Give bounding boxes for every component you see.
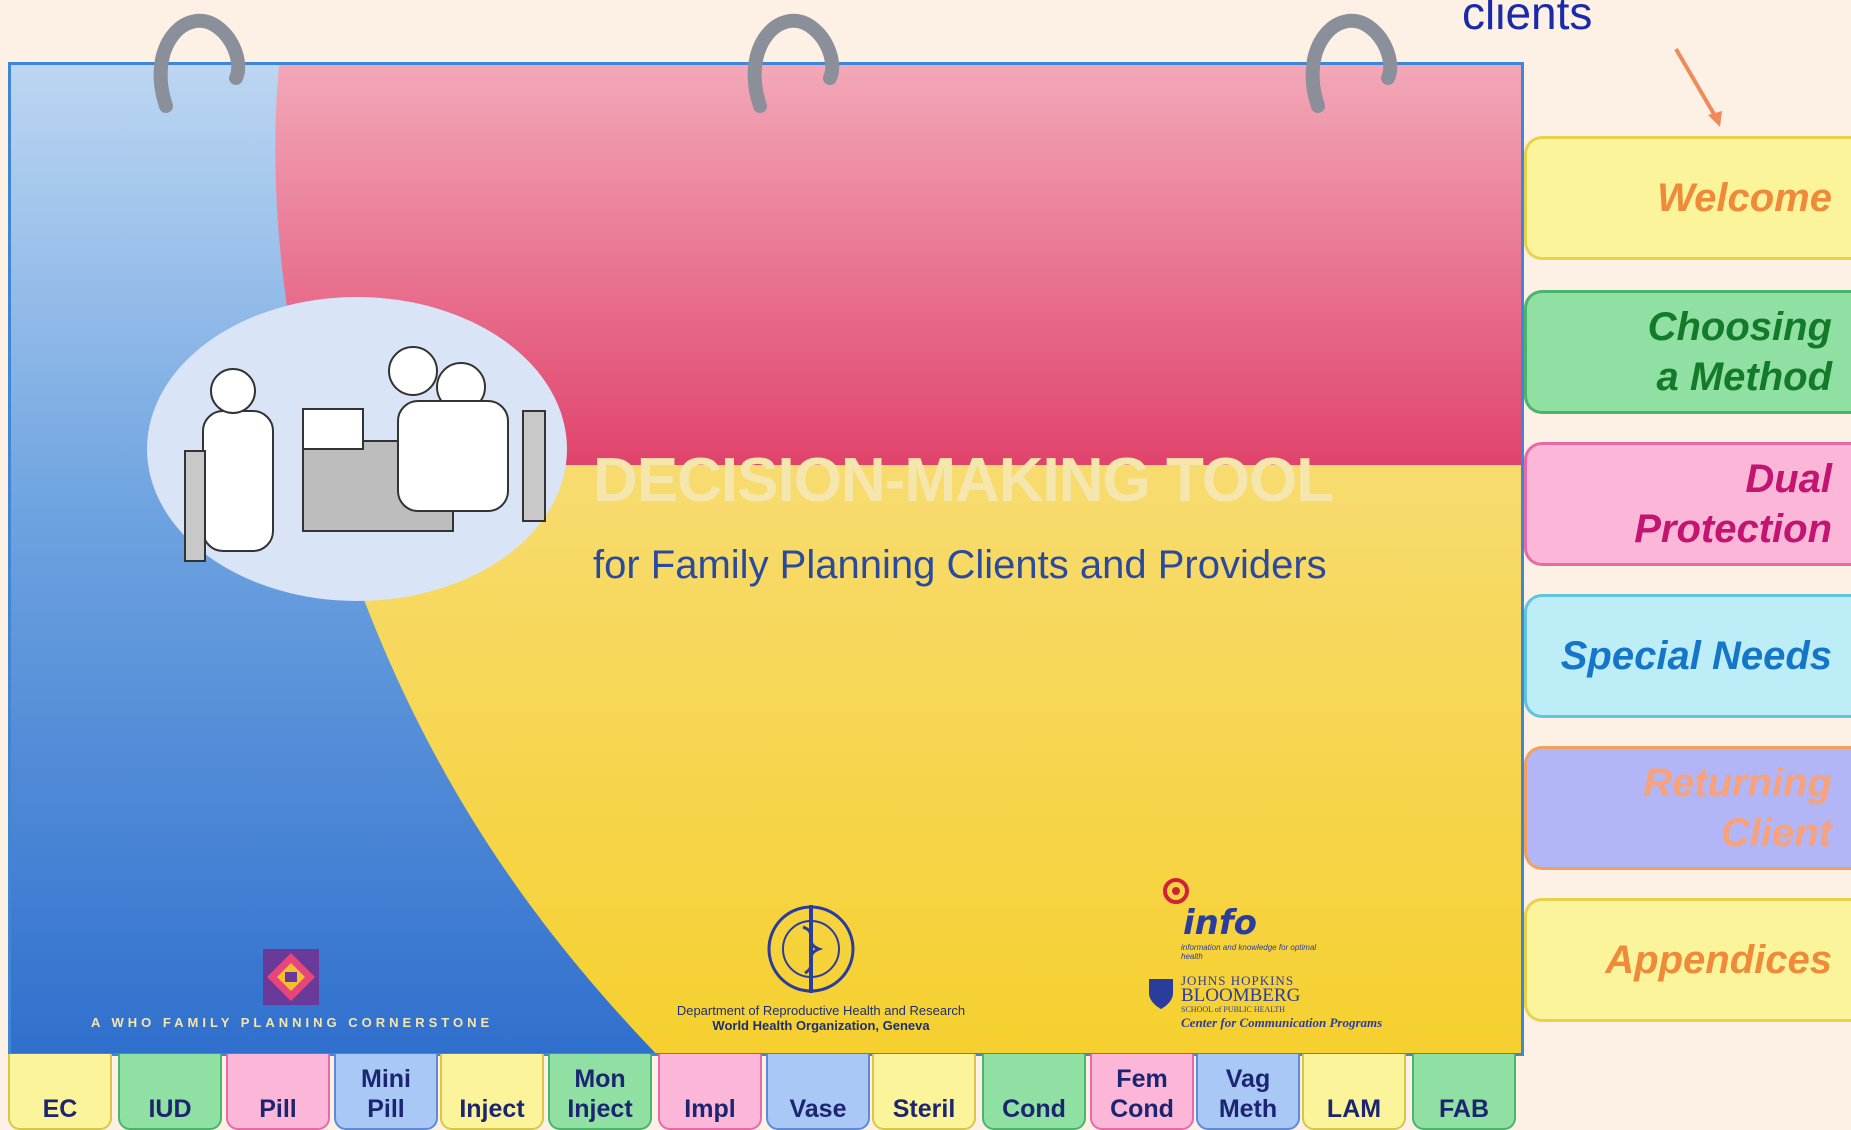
cornerstone-logo-icon bbox=[263, 949, 319, 1005]
section-tab-label: Client bbox=[1720, 811, 1832, 855]
section-tab-label: Welcome bbox=[1657, 176, 1832, 220]
binder-ring-icon bbox=[153, 13, 246, 113]
method-tab-label: Inject bbox=[459, 1095, 525, 1123]
method-tab-Cond[interactable]: Cond bbox=[982, 1054, 1086, 1130]
method-tab-Vase[interactable]: Vase bbox=[766, 1054, 870, 1130]
method-tab-label: Cond bbox=[1110, 1095, 1174, 1123]
method-tab-label: Fem bbox=[1116, 1065, 1168, 1093]
method-tab-Pill[interactable]: Pill bbox=[226, 1054, 330, 1130]
clients-note: clients bbox=[1462, 0, 1593, 39]
method-tab-label: Impl bbox=[684, 1095, 736, 1123]
method-tab-label: Pill bbox=[367, 1095, 405, 1123]
section-tab-label: Returning bbox=[1643, 761, 1832, 805]
section-tab-label: Special Needs bbox=[1560, 634, 1832, 678]
section-tab-label: Protection bbox=[1634, 507, 1832, 551]
method-tab-Steril[interactable]: Steril bbox=[872, 1054, 976, 1130]
method-tab-label: Mon bbox=[574, 1065, 626, 1093]
method-tab-Impl[interactable]: Impl bbox=[658, 1054, 762, 1130]
section-tab-choosing[interactable]: Choosing a Method bbox=[1524, 290, 1851, 414]
section-tab-label: Dual bbox=[1745, 457, 1832, 501]
section-tab-label: a Method bbox=[1656, 355, 1832, 399]
who-emblem-icon bbox=[767, 905, 855, 993]
cornerstone-text: A WHO FAMILY PLANNING CORNERSTONE bbox=[91, 1015, 494, 1030]
method-tab-LAM[interactable]: LAM bbox=[1302, 1054, 1406, 1130]
jhu-line4: Center for Communication Programs bbox=[1181, 1015, 1383, 1030]
binder-ring-icon bbox=[1305, 13, 1398, 113]
cover-page: DECISION-MAKING TOOL for Family Planning… bbox=[8, 62, 1524, 1056]
jhu-line2: BLOOMBERG bbox=[1181, 985, 1301, 1006]
method-tab-label: Pill bbox=[259, 1095, 297, 1123]
method-tab-label: Cond bbox=[1002, 1095, 1066, 1123]
jhu-shield-icon bbox=[1149, 979, 1173, 1009]
arrow-icon bbox=[1674, 47, 1722, 127]
method-tab-label: Mini bbox=[361, 1065, 411, 1093]
illustration-image bbox=[147, 297, 567, 601]
method-tab-label: Meth bbox=[1218, 1095, 1278, 1123]
binder-ring-icon bbox=[747, 13, 840, 113]
jhu-line3: SCHOOL of PUBLIC HEALTH bbox=[1181, 1005, 1286, 1014]
info-logo-icon bbox=[1163, 878, 1189, 904]
who-dept-line1: Department of Reproductive Health and Re… bbox=[676, 1003, 966, 1018]
method-tab-label: Vase bbox=[789, 1095, 847, 1123]
method-tab-Inject[interactable]: Inject bbox=[440, 1054, 544, 1130]
who-department: Department of Reproductive Health and Re… bbox=[611, 1003, 1031, 1033]
method-tab-label: EC bbox=[42, 1095, 78, 1123]
info-tagline: information and knowledge for optimal he… bbox=[1181, 943, 1317, 961]
jhu-line1: JOHNS HOPKINS bbox=[1181, 973, 1295, 988]
method-tab-label: Steril bbox=[892, 1095, 956, 1123]
method-tab-label: Inject bbox=[567, 1095, 633, 1123]
cover-subtitle: for Family Planning Clients and Provider… bbox=[593, 543, 1327, 587]
who-dept-line2: World Health Organization, Geneva bbox=[712, 1018, 930, 1033]
section-tab-appendices[interactable]: Appendices bbox=[1524, 898, 1851, 1022]
method-tab-FAB[interactable]: FAB bbox=[1412, 1054, 1516, 1130]
method-tab-IUD[interactable]: IUD bbox=[118, 1054, 222, 1130]
method-tab-label: LAM bbox=[1326, 1095, 1382, 1123]
section-tab-special-needs[interactable]: Special Needs bbox=[1524, 594, 1851, 718]
section-tab-welcome[interactable]: Welcome bbox=[1524, 136, 1851, 260]
method-tab-EC[interactable]: EC bbox=[8, 1054, 112, 1130]
cover-title: DECISION-MAKING TOOL bbox=[593, 446, 1334, 515]
method-tab-label: Vag bbox=[1225, 1065, 1271, 1093]
method-tab-label: FAB bbox=[1439, 1095, 1489, 1123]
section-tab-label: Choosing bbox=[1647, 305, 1832, 349]
info-logo-text: info bbox=[1183, 903, 1258, 943]
method-tab-label: IUD bbox=[148, 1095, 192, 1123]
section-tab-label: Appendices bbox=[1605, 938, 1832, 982]
